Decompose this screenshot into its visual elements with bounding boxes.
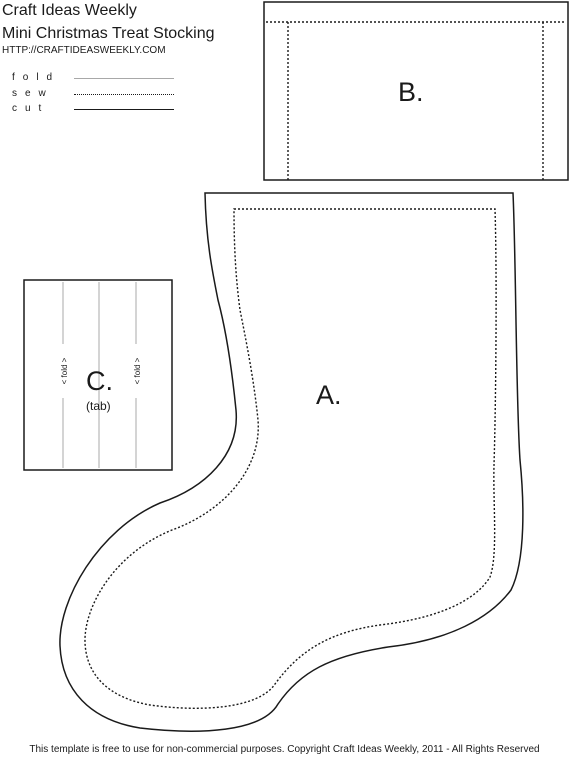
piece-a-sew-line xyxy=(84,208,497,709)
legend-fold: fold xyxy=(12,72,174,84)
legend-cut: cut xyxy=(12,103,174,115)
legend-sew-line xyxy=(74,94,174,95)
piece-a-label: A. xyxy=(316,380,342,410)
website-url: HTTP://CRAFTIDEASWEEKLY.COM xyxy=(2,45,166,56)
piece-c-sublabel: (tab) xyxy=(86,399,111,413)
piece-b xyxy=(263,1,569,181)
legend-fold-line xyxy=(74,78,174,79)
piece-a xyxy=(59,192,524,732)
piece-c-label: C. xyxy=(86,366,113,396)
legend-sew: sew xyxy=(12,88,174,100)
fold-marker-left: < fold > xyxy=(60,344,70,398)
legend-cut-line xyxy=(74,109,174,110)
piece-a-cut-line xyxy=(59,192,524,732)
piece-b-sew-line xyxy=(266,21,566,180)
page-title: Craft Ideas Weekly xyxy=(2,2,137,19)
pattern-name: Mini Christmas Treat Stocking xyxy=(2,25,215,42)
legend-cut-label: cut xyxy=(12,103,50,114)
copyright-footer: This template is free to use for non-com… xyxy=(29,744,540,755)
fold-marker-right: < fold > xyxy=(133,344,143,398)
piece-b-label: B. xyxy=(398,77,424,107)
legend-fold-label: fold xyxy=(12,72,61,83)
piece-c-cut-line xyxy=(23,279,173,471)
legend-sew-label: sew xyxy=(12,88,54,99)
piece-b-cut-line xyxy=(263,1,569,181)
